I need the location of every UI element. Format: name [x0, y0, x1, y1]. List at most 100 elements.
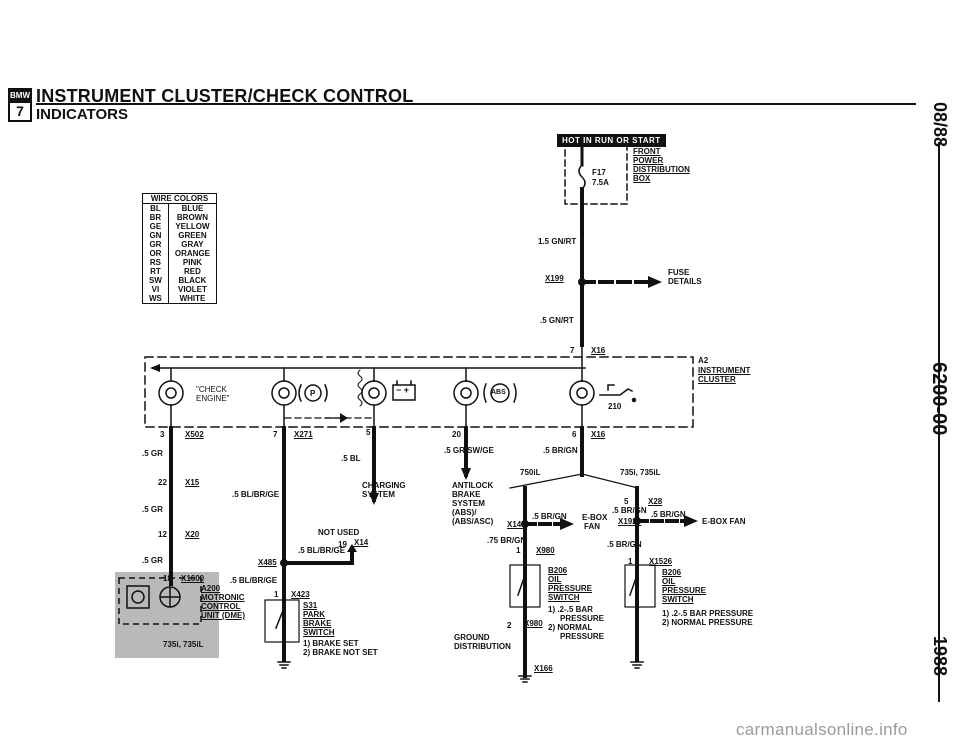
wire-color-name: BLUE: [181, 204, 204, 213]
connector-x20: X20: [185, 530, 200, 539]
ebox-fan-b: E-BOX FAN: [702, 517, 746, 526]
fuse-symbol: [578, 163, 586, 191]
pin-x271: 7: [273, 430, 278, 439]
ground-symbols: [277, 661, 644, 683]
hot-in-run-label: HOT IN RUN OR START: [557, 134, 666, 147]
not-used-label: NOT USED: [318, 528, 360, 537]
wire-colors-title: WIRE COLORS: [143, 194, 217, 204]
wire-br-gn-1: .5 BR/GN: [543, 446, 578, 455]
connector-x16-top: X16: [591, 346, 606, 355]
watermark: carmanualsonline.info: [736, 720, 908, 739]
cluster-outline: [144, 356, 694, 428]
wire-br-gn-5: .75 BR/GN: [487, 536, 527, 545]
pin-x14: 19: [338, 540, 347, 549]
connector-x14: X14: [354, 538, 369, 547]
wire-bl-br-ge-3: .5 BL/BR/GE: [230, 576, 278, 585]
model-750il: 750iL: [520, 468, 541, 477]
connector-x980b: X980: [524, 619, 543, 628]
connector-x423: X423: [291, 590, 310, 599]
wire-br-gn-6: .5 BR/GN: [607, 540, 642, 549]
wire-color-name: GREEN: [178, 231, 207, 240]
fuse-id: F17: [592, 168, 606, 177]
pin-x28: 5: [624, 497, 629, 506]
connector-x485: X485: [258, 558, 277, 567]
bulb-charging: [357, 367, 416, 429]
pin-x502: 3: [160, 430, 165, 439]
wire-color-row: GE YELLOW: [143, 222, 216, 231]
pin-7: 7: [570, 346, 575, 355]
wire-gr-1: .5 GR: [142, 449, 163, 458]
wire-color-name: VIOLET: [178, 285, 207, 294]
wire-color-name: YELLOW: [175, 222, 210, 231]
wire-color-name: BLACK: [178, 276, 207, 285]
connector-x1926: X1926: [618, 517, 642, 526]
pin-x15: 22: [158, 478, 167, 487]
pin-x980b: 2: [507, 621, 512, 630]
connector-x1526: X1526: [649, 557, 673, 566]
wire-color-code: VI: [143, 285, 169, 294]
connector-x980: X980: [536, 546, 555, 555]
wire-color-name: BROWN: [176, 213, 208, 222]
connector-x16-bottom: X16: [591, 430, 606, 439]
connector-x271: X271: [294, 430, 313, 439]
page-subtitle: INDICATORS: [36, 106, 128, 123]
connector-x199: X199: [545, 274, 564, 283]
wire-br-gn-2: .5 BR/GN: [532, 512, 567, 521]
bmw-logo: BMW 7: [8, 88, 32, 122]
pin-5: 5: [366, 428, 371, 437]
b206b-switch: [624, 564, 656, 608]
wire-color-code: GE: [143, 222, 169, 231]
side-rule: [938, 142, 940, 702]
ebox-fan-arrow-a: [560, 518, 574, 530]
oil-value: 210: [608, 402, 622, 411]
wire-color-code: BR: [143, 213, 169, 222]
wire-bl-br-ge-1: .5 BL/BR/GE: [232, 490, 280, 499]
wire-br-gn-4: .5 BR/GN: [651, 510, 686, 519]
wire-gr-3: .5 GR: [142, 556, 163, 565]
wire-color-row: BR BROWN: [143, 213, 216, 222]
ebox-fan-arrow-b: [684, 515, 698, 527]
wire-color-name: RED: [184, 267, 201, 276]
brake-letter: P: [310, 389, 316, 398]
wire-color-code: SW: [143, 276, 169, 285]
model-735i: 735i, 735iL: [620, 468, 661, 477]
connector-x502: X502: [185, 430, 204, 439]
distribution-box-outline: [564, 145, 628, 205]
pin-x16-bottom: 6: [572, 430, 577, 439]
wire-bl: .5 BL: [341, 454, 361, 463]
wire-0-5-gn-rt: .5 GN/RT: [540, 316, 574, 325]
wire-br-gn-3: .5 BR/GN: [612, 506, 647, 515]
inset-model: 735i, 735iL: [163, 640, 204, 649]
bulb-check-engine: [158, 367, 184, 429]
pin-x1600: 18: [163, 574, 172, 583]
s31-switch: [264, 599, 300, 643]
motronic-symbol: [118, 572, 202, 625]
wire-gr-2: .5 GR: [142, 505, 163, 514]
bulb-oil: [569, 344, 637, 429]
battery-plus-minus: − +: [396, 385, 410, 395]
pin-x1526: 1: [628, 557, 633, 566]
header-rule: [36, 103, 916, 105]
bulb-brake: [271, 367, 328, 429]
page-title: INSTRUMENT CLUSTER/CHECK CONTROL: [36, 86, 414, 106]
bulb-abs: [453, 367, 517, 429]
pin-20: 20: [452, 430, 461, 439]
wire-color-row: VI VIOLET: [143, 285, 216, 294]
diode-symbol: [340, 413, 348, 423]
